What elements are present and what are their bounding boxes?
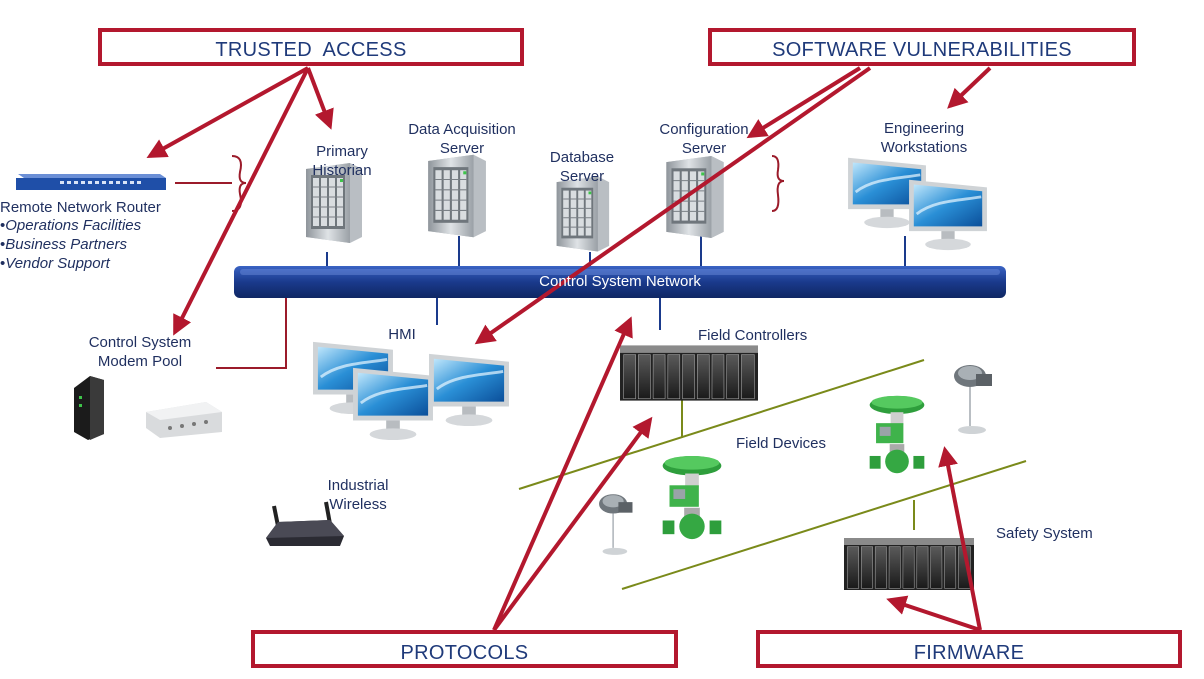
firmware-box: FIRMWARE xyxy=(756,630,1182,668)
threat-arrows xyxy=(146,66,992,632)
software-vulnerabilities-label: SOFTWARE VULNERABILITIES xyxy=(772,39,1072,61)
database-server-icon xyxy=(556,176,610,252)
protocols-label: PROTOCOLS xyxy=(400,642,529,664)
control-system-network-label: Control System Network xyxy=(539,273,701,290)
safety-system-controller-icon xyxy=(843,538,975,590)
control-valve-icon xyxy=(662,455,722,540)
hmi-monitor-icon xyxy=(351,366,435,442)
industrial-wireless-router-icon xyxy=(266,501,344,546)
hmi-label: HMI xyxy=(388,326,416,343)
control-system-network-bus xyxy=(234,266,1006,298)
field-controllers-label: Field Controllers xyxy=(698,327,808,344)
remote-network-router-label: Remote Network Router xyxy=(0,199,161,216)
router-connection-item: Business Partners xyxy=(0,235,141,254)
safety-system-label: Safety System xyxy=(996,525,1093,542)
configuration-server-icon xyxy=(665,156,725,238)
pressure-transmitter-icon xyxy=(953,364,993,435)
modem-icon xyxy=(146,402,222,438)
data-acquisition-server-icon xyxy=(427,154,487,238)
remote-network-router-device xyxy=(16,174,166,190)
hmi-monitor-icon xyxy=(427,352,511,428)
modem-icon xyxy=(74,376,104,440)
engineering-workstation-monitor-icon xyxy=(907,178,989,252)
router-connections-list: Operations Facilities Business Partners … xyxy=(0,216,141,273)
protocols-box: PROTOCOLS xyxy=(251,630,678,668)
router-connection-item: Operations Facilities xyxy=(0,216,141,235)
trusted-access-label: TRUSTED ACCESS xyxy=(215,39,407,61)
router-connection-item: Vendor Support xyxy=(0,254,141,273)
firmware-label: FIRMWARE xyxy=(913,642,1025,664)
control-valve-icon xyxy=(869,395,925,474)
trusted-access-box: TRUSTED ACCESS xyxy=(98,28,524,66)
field-devices-label: Field Devices xyxy=(736,435,827,452)
pressure-transmitter-icon xyxy=(598,493,634,556)
field-controller-icon xyxy=(620,345,758,401)
software-vulnerabilities-box: SOFTWARE VULNERABILITIES xyxy=(708,28,1136,66)
field-zone-lines xyxy=(518,359,1027,590)
